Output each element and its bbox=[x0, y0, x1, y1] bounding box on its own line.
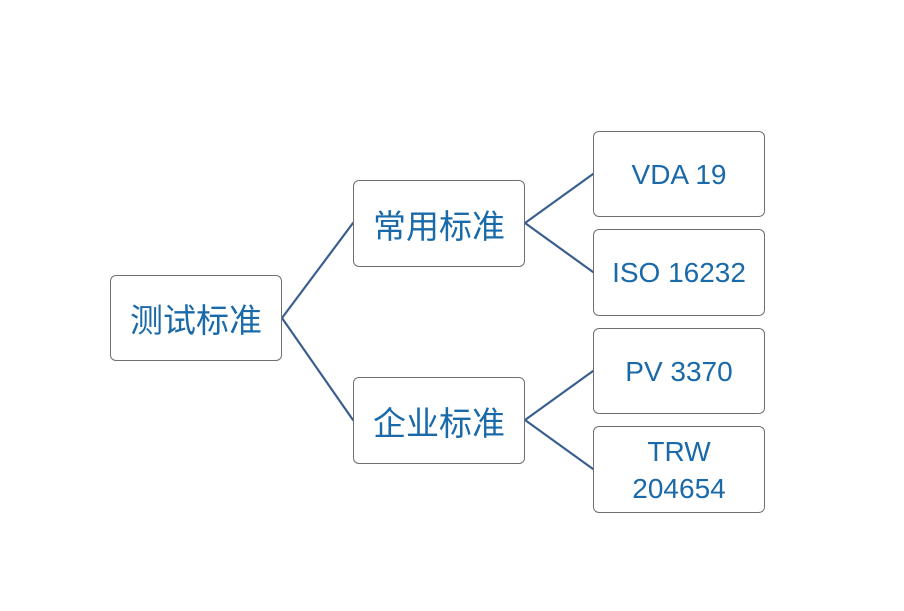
node-enterprise-standards: 企业标准 bbox=[353, 377, 525, 464]
connector-root-to-common bbox=[280, 221, 355, 320]
node-test-standards: 测试标准 bbox=[110, 275, 282, 361]
node-label: 企业标准 bbox=[373, 403, 505, 443]
node-trw-204654: TRW 204654 bbox=[593, 426, 765, 513]
node-vda-19: VDA 19 bbox=[593, 131, 765, 217]
connector-root-to-enterprise bbox=[280, 316, 355, 422]
connector-common-to-vda19 bbox=[523, 172, 595, 225]
connector-enterprise-to-pv3370 bbox=[523, 369, 595, 422]
node-label: VDA 19 bbox=[631, 158, 727, 190]
node-label: ISO 16232 bbox=[612, 257, 746, 288]
connector-common-to-iso16232 bbox=[523, 221, 595, 274]
node-pv-3370: PV 3370 bbox=[593, 328, 765, 414]
connector-enterprise-to-trw204654 bbox=[523, 418, 595, 471]
node-label: 常用标准 bbox=[373, 206, 505, 246]
node-label: TRW 204654 bbox=[632, 435, 726, 504]
node-label: PV 3370 bbox=[625, 355, 733, 387]
node-label: 测试标准 bbox=[130, 301, 262, 340]
node-iso-16232: ISO 16232 bbox=[593, 229, 765, 316]
node-common-standards: 常用标准 bbox=[353, 180, 525, 267]
